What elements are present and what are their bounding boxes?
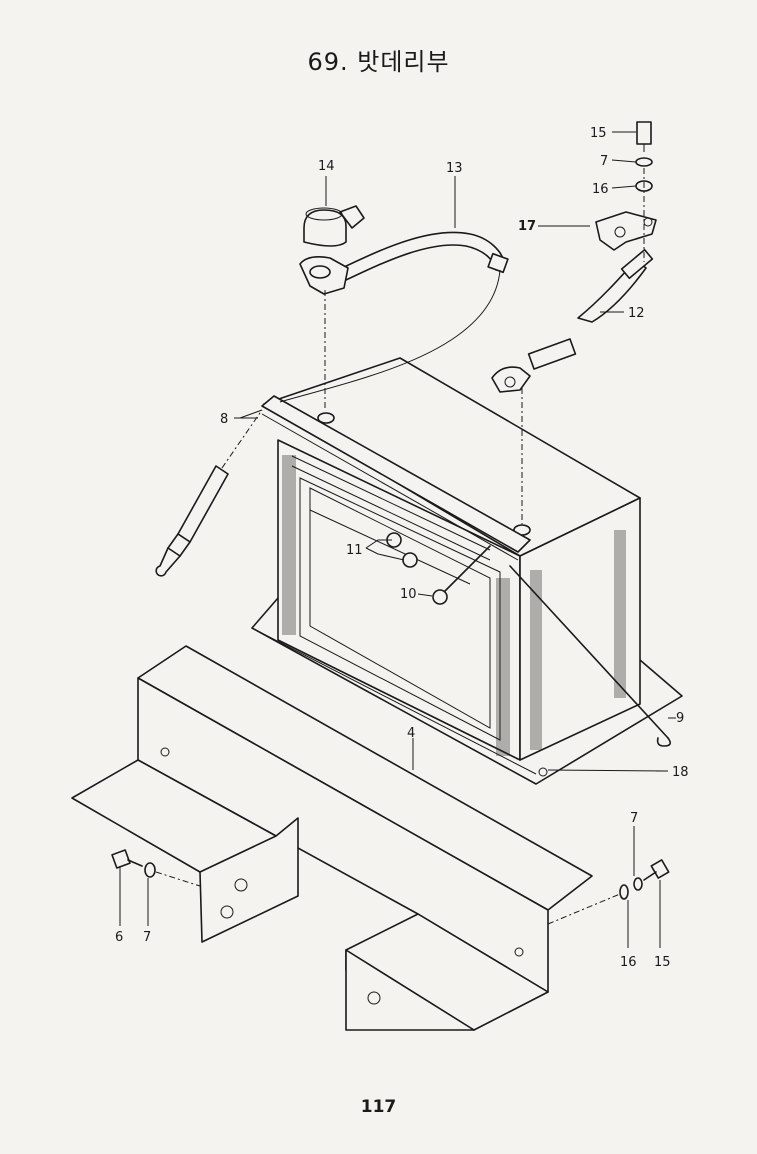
- callout-8: 8: [220, 412, 228, 427]
- ground-strap: [491, 248, 654, 524]
- clamp-stack: [538, 121, 657, 262]
- tube-part: [155, 409, 263, 577]
- page-title: 69. 밧데리부: [307, 48, 450, 76]
- callout-7-right: 7: [630, 811, 638, 826]
- callout-9: 9: [676, 711, 684, 726]
- callout-13: 13: [446, 161, 463, 176]
- callout-15-right: 15: [654, 955, 671, 970]
- callout-10: 10: [400, 587, 417, 602]
- page-number: 117: [360, 1097, 397, 1117]
- callout-16-top: 16: [592, 182, 609, 197]
- bolt-and-nuts: [365, 532, 491, 605]
- hold-down-bar: [239, 395, 531, 561]
- hold-down-rod: [509, 565, 676, 747]
- callout-17: 17: [518, 219, 536, 234]
- positive-cable: [279, 205, 509, 410]
- callout-labels: 15 7 16 17 14 13 12 8 11 10 9 4 18 6 7 7…: [115, 126, 689, 970]
- battery-bracket: [71, 645, 593, 1031]
- callout-15-top: 15: [590, 126, 607, 141]
- callout-7-top: 7: [600, 154, 608, 169]
- callout-16-right: 16: [620, 955, 637, 970]
- callout-7-left: 7: [143, 930, 151, 945]
- callout-12: 12: [628, 306, 645, 321]
- left-bolt-washer: [111, 849, 201, 887]
- callout-11: 11: [346, 543, 363, 558]
- callout-18: 18: [672, 765, 689, 780]
- leader-lines: [119, 131, 668, 948]
- callout-4: 4: [407, 726, 415, 741]
- callout-6: 6: [115, 930, 123, 945]
- battery-body: [263, 357, 641, 761]
- callout-14: 14: [318, 159, 335, 174]
- right-bolt-washers: [547, 859, 670, 925]
